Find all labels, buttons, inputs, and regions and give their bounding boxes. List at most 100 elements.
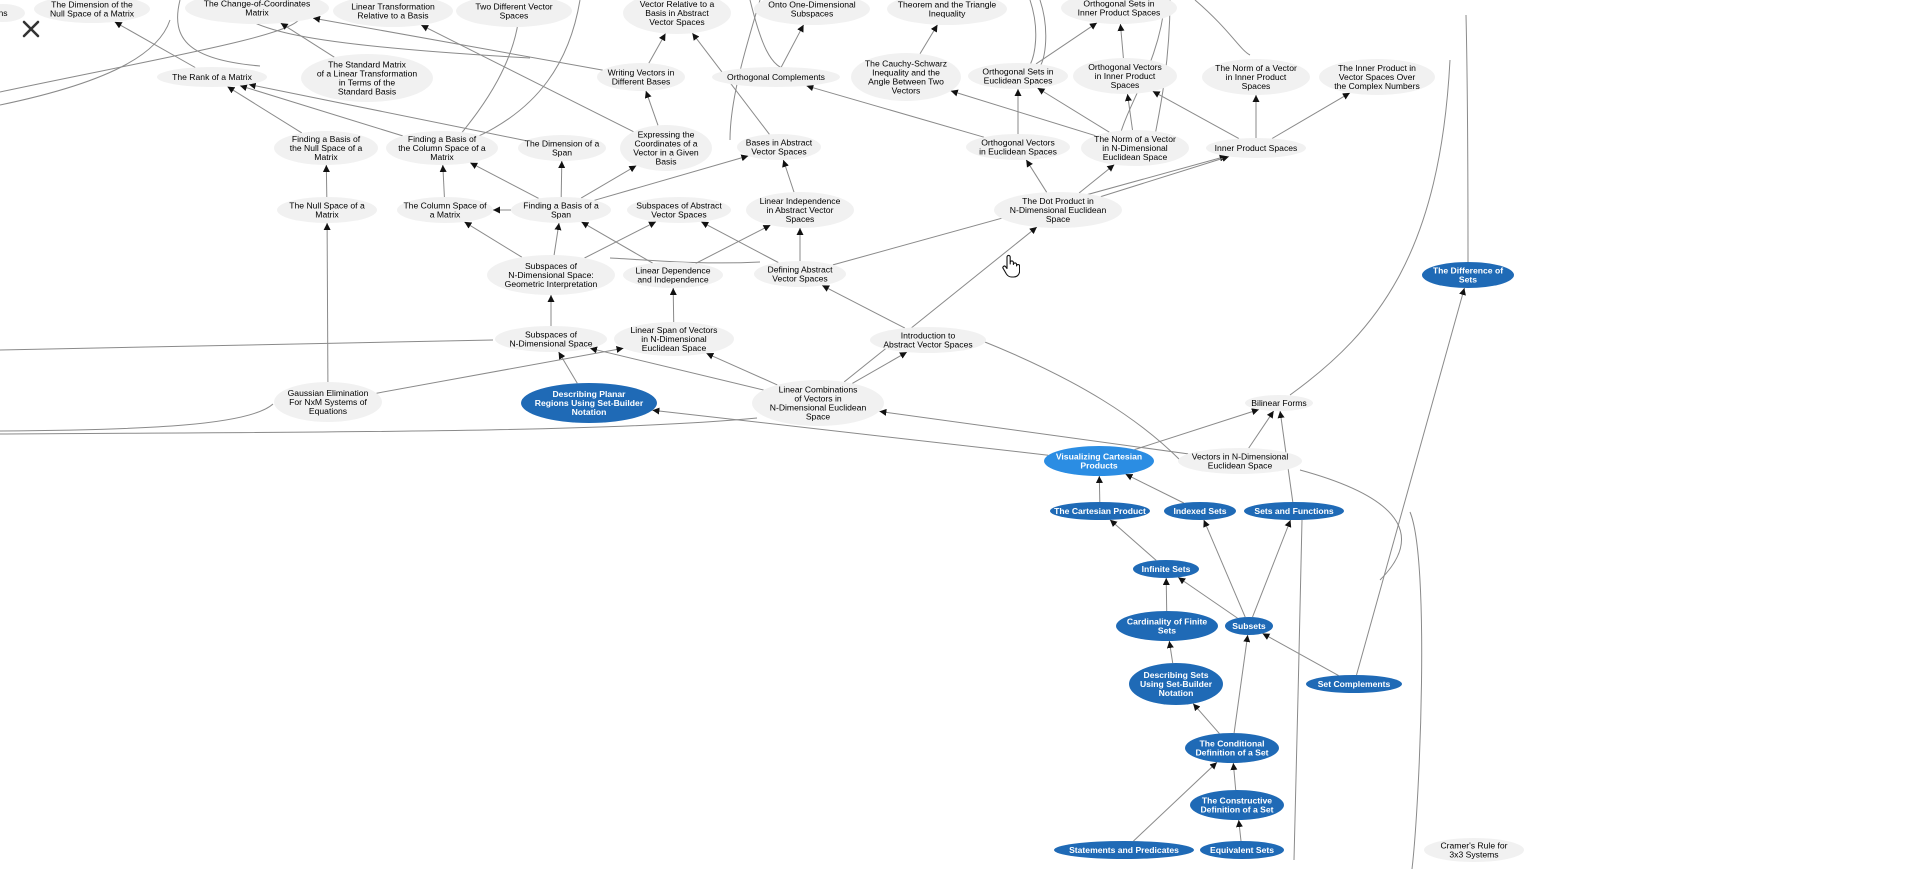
- topic-node-stmt[interactable]: Statements and Predicates: [1054, 841, 1194, 859]
- topic-node-shape[interactable]: [1190, 790, 1284, 820]
- topic-node-shape[interactable]: [521, 383, 657, 423]
- topic-node-bilin[interactable]: Bilinear Forms: [1245, 395, 1313, 411]
- topic-node-setcomp[interactable]: Set Complements: [1306, 675, 1402, 693]
- topic-node-shape[interactable]: [994, 192, 1122, 228]
- topic-node-csm[interactable]: The Column Space ofa Matrix: [397, 197, 493, 223]
- topic-node-shape[interactable]: [386, 131, 498, 165]
- topic-node-shape[interactable]: [1202, 59, 1310, 95]
- topic-node-rank[interactable]: The Rank of a Matrix: [157, 67, 267, 87]
- topic-node-shape[interactable]: [746, 192, 854, 228]
- topic-node-shape[interactable]: [495, 326, 607, 352]
- topic-node-shape[interactable]: [456, 0, 572, 27]
- topic-node-shape[interactable]: [712, 67, 840, 87]
- topic-node-shape[interactable]: [627, 197, 731, 223]
- topic-node-shape[interactable]: [487, 255, 615, 295]
- topic-node-setfun[interactable]: Sets and Functions: [1244, 502, 1344, 520]
- topic-node-shape[interactable]: [1129, 663, 1223, 705]
- topic-node-shape[interactable]: [1178, 448, 1302, 474]
- topic-node-shape[interactable]: [887, 0, 1007, 25]
- topic-node-shape[interactable]: [277, 197, 377, 223]
- topic-node-shape[interactable]: [623, 0, 731, 34]
- topic-node-shape[interactable]: [1116, 611, 1218, 641]
- topic-node-shape[interactable]: [518, 135, 606, 161]
- topic-node-shape[interactable]: [1424, 838, 1524, 862]
- topic-node-shape[interactable]: [968, 63, 1068, 89]
- topic-node-shape[interactable]: [1061, 0, 1177, 24]
- topic-node-shape[interactable]: [397, 197, 493, 223]
- topic-node-shape[interactable]: [1244, 502, 1344, 520]
- topic-node-shape[interactable]: [1185, 733, 1279, 763]
- topic-node-subsets[interactable]: Subsets: [1225, 617, 1273, 635]
- topic-node-shape[interactable]: [620, 125, 712, 171]
- topic-node-shape[interactable]: [511, 197, 611, 223]
- topic-node-cart[interactable]: The Cartesian Product: [1050, 502, 1150, 520]
- topic-node-idx[interactable]: Indexed Sets: [1164, 502, 1236, 520]
- topic-node-shape[interactable]: [301, 54, 433, 102]
- topic-node-ocomp[interactable]: Orthogonal Complements: [712, 67, 840, 87]
- close-icon[interactable]: [18, 16, 44, 42]
- topic-node-shape[interactable]: [737, 134, 821, 160]
- topic-node-shape[interactable]: [1073, 58, 1177, 94]
- topic-node-shape[interactable]: [1206, 138, 1306, 158]
- topic-node-shape[interactable]: [597, 63, 685, 91]
- topic-node-shape[interactable]: [752, 380, 884, 426]
- topic-node-lrs[interactable]: ns: [0, 4, 25, 22]
- topic-node-shape[interactable]: [1164, 502, 1236, 520]
- topic-node-shape[interactable]: [1054, 841, 1194, 859]
- topic-node-shape[interactable]: [1044, 446, 1154, 476]
- topic-node-shape[interactable]: [870, 327, 986, 353]
- topic-node-shape[interactable]: [966, 134, 1070, 160]
- topic-node-shape[interactable]: [754, 261, 846, 287]
- topic-node-snd[interactable]: Subspaces ofN-Dimensional Space: [495, 326, 607, 352]
- topic-node-sndgi[interactable]: Subspaces ofN-Dimensional Space:Geometri…: [487, 255, 615, 295]
- topic-node-shape[interactable]: [851, 53, 961, 101]
- topic-node-shape[interactable]: [333, 0, 453, 27]
- topic-node-shape[interactable]: [1245, 395, 1313, 411]
- topic-node-shape[interactable]: [1081, 130, 1189, 166]
- topic-node-shape[interactable]: [157, 67, 267, 87]
- topic-node-inf[interactable]: Infinite Sets: [1133, 560, 1199, 578]
- topic-node-shape[interactable]: [614, 322, 734, 356]
- topic-node-shape[interactable]: [274, 131, 378, 165]
- topic-node-shape[interactable]: [1050, 502, 1150, 520]
- topic-node-ips[interactable]: Inner Product Spaces: [1206, 138, 1306, 158]
- topic-node-shape[interactable]: [34, 0, 150, 23]
- topic-node-shape[interactable]: [1133, 560, 1199, 578]
- topic-node-shape[interactable]: [1319, 59, 1435, 95]
